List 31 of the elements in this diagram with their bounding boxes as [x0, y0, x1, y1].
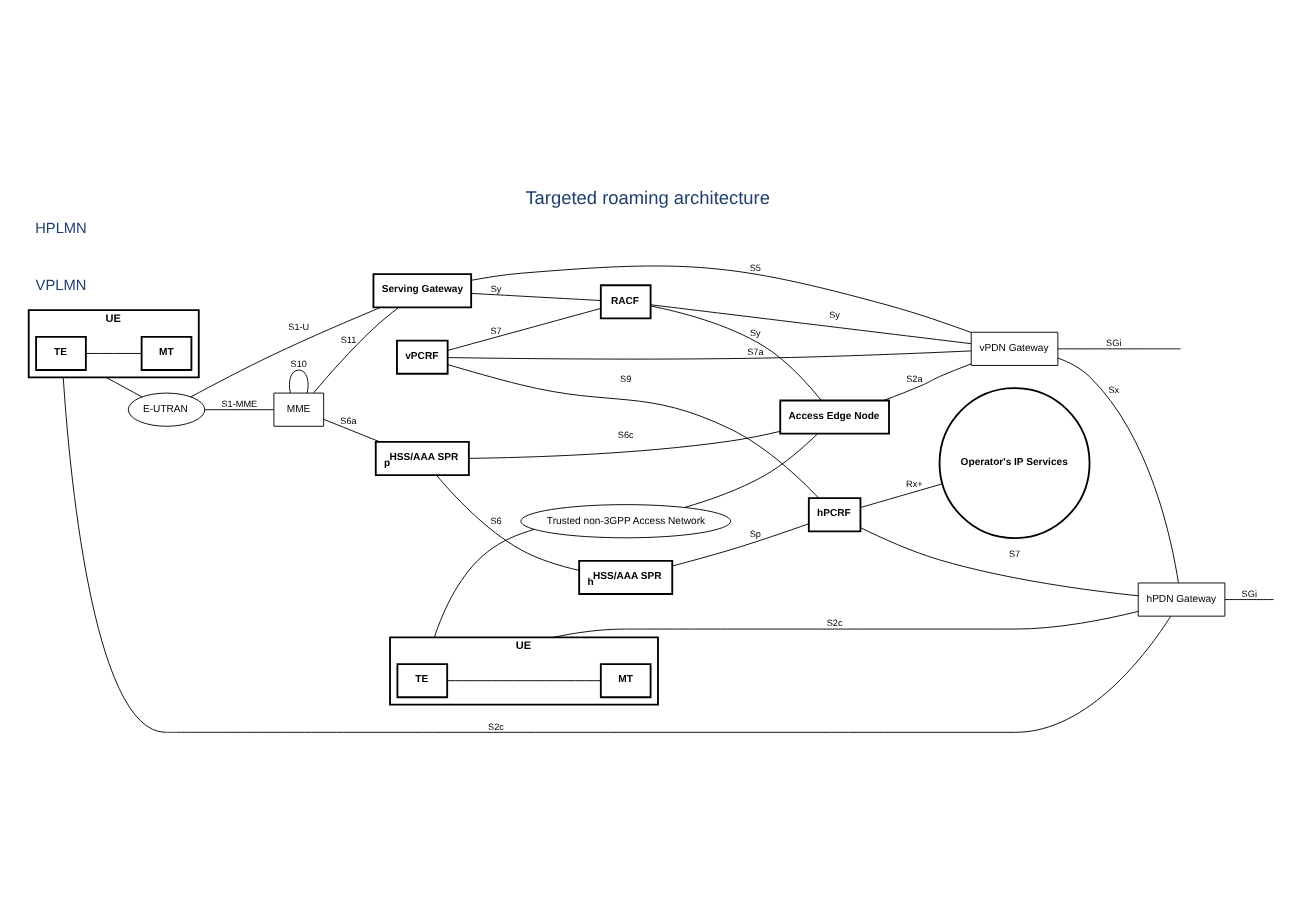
- connector: [289, 369, 309, 394]
- connector: [552, 610, 1139, 638]
- connector: [447, 350, 972, 360]
- connector: [684, 433, 818, 508]
- connector: [433, 528, 535, 638]
- connector: [1057, 357, 1179, 584]
- connector: [204, 409, 275, 411]
- connector: [447, 307, 602, 351]
- connector: [323, 418, 381, 443]
- connector: [62, 376, 1172, 733]
- connector: [85, 353, 142, 354]
- connector: [650, 305, 822, 401]
- connector: [883, 363, 972, 401]
- connector: [860, 483, 943, 508]
- connector: [671, 523, 809, 567]
- connector: [447, 364, 820, 499]
- connector: [468, 430, 781, 459]
- connector: [1057, 348, 1182, 350]
- connector: [436, 474, 580, 571]
- connector: [470, 292, 602, 301]
- label: HPLMN: [35, 219, 87, 238]
- connector: [190, 306, 382, 398]
- connector: [470, 265, 972, 333]
- connector: [105, 376, 143, 398]
- diagram-title: Targeted roaming architecture: [525, 188, 770, 209]
- connector: [1224, 599, 1275, 601]
- connector: [860, 527, 1139, 597]
- connector: [447, 680, 602, 682]
- connector: [313, 307, 399, 394]
- label: VPLMN: [35, 275, 87, 294]
- connector: [650, 304, 972, 345]
